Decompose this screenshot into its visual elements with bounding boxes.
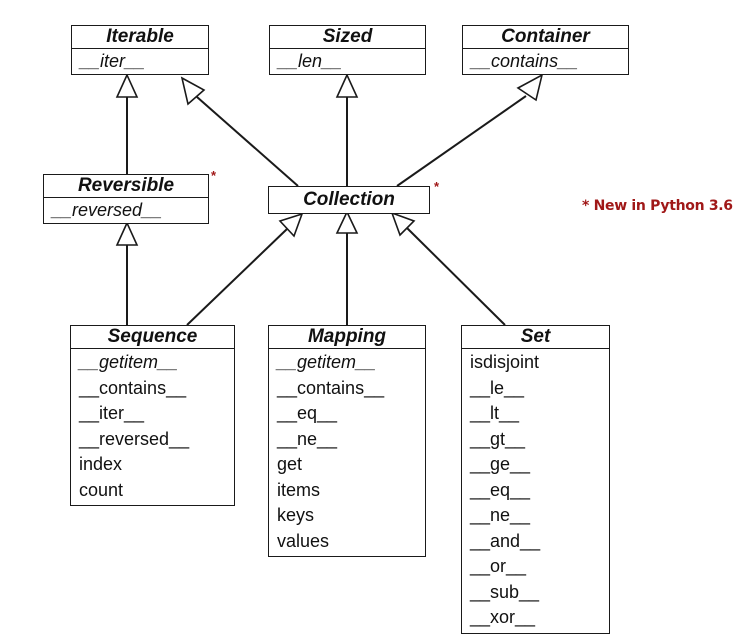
arrowhead-collection-mid (335, 210, 359, 234)
mapping-method: __eq__ (277, 403, 338, 423)
sequence-method: __iter__ (79, 403, 145, 423)
set-method: __gt__ (470, 428, 526, 449)
class-reversible-name: Reversible (44, 175, 208, 198)
mapping-method: __contains__ (277, 377, 385, 398)
arrow-set-to-collection (406, 227, 506, 326)
class-iterable-method: __iter__ (80, 51, 146, 71)
set-method: __ge__ (470, 454, 531, 474)
class-iterable: Iterable __iter__ (71, 25, 209, 75)
mapping-method: __ne__ (277, 428, 338, 449)
set-method: __and__ (470, 530, 541, 551)
arrowhead-collection-left (278, 212, 304, 238)
class-collection: Collection (268, 186, 430, 214)
class-mapping-name: Mapping (269, 326, 425, 349)
set-method: __xor__ (470, 607, 536, 627)
mapping-method: __getitem__ (277, 352, 377, 372)
new-marker-collection: * (434, 179, 440, 194)
class-sequence-name: Sequence (71, 326, 234, 349)
arrow-collection-to-container (396, 95, 527, 187)
class-reversible: Reversible __reversed__ (43, 174, 209, 224)
set-method: __lt__ (470, 403, 520, 423)
class-sized-name: Sized (270, 26, 425, 49)
arrowhead-container (516, 73, 544, 102)
python-version-note: * New in Python 3.6 (582, 198, 733, 214)
sequence-method: __reversed__ (79, 428, 190, 449)
new-marker-reversible: * (211, 168, 217, 183)
mapping-method: values (277, 530, 330, 551)
set-method: __sub__ (470, 581, 540, 602)
arrowhead-iterable-right (180, 76, 206, 106)
set-method: __le__ (470, 377, 525, 398)
set-method: __eq__ (470, 479, 531, 500)
class-sequence: Sequence __getitem__ __contains__ __iter… (70, 325, 235, 506)
class-sized-method: __len__ (278, 51, 343, 71)
arrow-sequence-to-collection (186, 228, 288, 326)
arrowhead-iterable-left (115, 73, 139, 98)
mapping-method: keys (277, 505, 315, 525)
class-sized: Sized __len__ (269, 25, 426, 75)
arrowhead-collection-right (390, 211, 416, 237)
sequence-method: __contains__ (79, 377, 187, 398)
class-mapping: Mapping __getitem__ __contains__ __eq__ … (268, 325, 426, 557)
arrowhead-sized (335, 73, 359, 98)
mapping-method: items (277, 479, 321, 500)
class-container: Container __contains__ (462, 25, 629, 75)
sequence-method: count (79, 479, 124, 500)
mapping-method: get (277, 454, 303, 474)
class-set: Set isdisjoint __le__ __lt__ __gt__ __ge… (461, 325, 610, 634)
set-method: __or__ (470, 556, 527, 576)
class-container-name: Container (463, 26, 628, 49)
class-container-method: __contains__ (471, 51, 579, 71)
class-iterable-name: Iterable (72, 26, 208, 49)
set-method: isdisjoint (470, 352, 540, 372)
arrowhead-reversible (115, 221, 139, 246)
arrow-collection-to-iterable (196, 96, 299, 187)
class-collection-name: Collection (303, 189, 395, 210)
set-method: __ne__ (470, 505, 531, 525)
sequence-method: __getitem__ (79, 352, 179, 372)
sequence-method: index (79, 454, 123, 474)
class-reversible-method: __reversed__ (52, 200, 163, 220)
class-set-name: Set (462, 326, 609, 349)
